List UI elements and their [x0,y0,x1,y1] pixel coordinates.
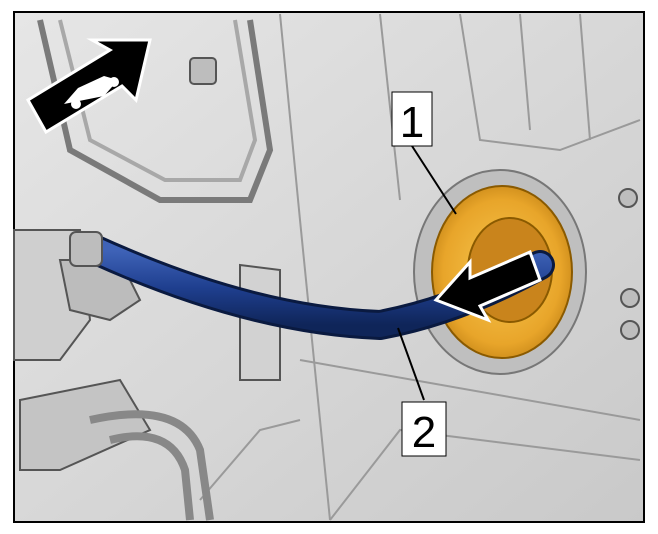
callout-2-label: 2 [412,408,436,457]
stud-bolts [618,188,640,340]
callout-2: 2 [401,401,447,457]
push-in-direction-arrow-icon [433,249,542,323]
vehicle-front-direction-arrow-icon [25,38,152,135]
window-frame [37,19,274,203]
callout-leaders [397,145,457,401]
body-panel [199,13,641,521]
tube-bundle [89,410,214,521]
callout-1: 1 [391,91,433,147]
bracket-assembly [13,229,281,471]
bolt [189,57,217,85]
callout-1-label: 1 [400,98,424,147]
